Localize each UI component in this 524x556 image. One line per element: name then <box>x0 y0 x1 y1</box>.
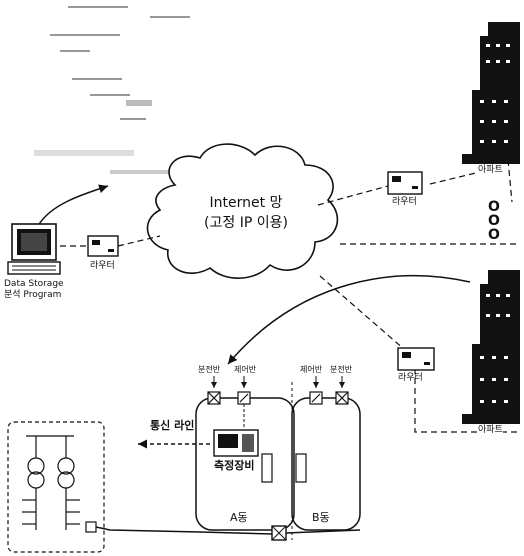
panel-icons <box>207 391 349 405</box>
internet-cloud <box>146 143 339 279</box>
internet-cloud-line1: Internet 망 <box>209 195 283 211</box>
panel-arrows <box>211 376 345 388</box>
router-top-right-icon <box>387 171 423 195</box>
apartment-top-label: 아파트 <box>478 165 503 175</box>
internet-cloud-line2: (고정 IP 이용) <box>204 215 288 231</box>
building-a-name: A동 <box>230 511 248 524</box>
comm-line-label: 통신 라인 <box>150 419 195 432</box>
building-b-name: B동 <box>312 511 330 524</box>
feeder-cable <box>95 526 273 535</box>
device-links <box>220 397 245 428</box>
software-screenshot <box>34 6 200 174</box>
pc-to-screenshot-arrow <box>37 184 109 227</box>
apartment-to-building-arrow <box>227 275 471 365</box>
cable-to-b <box>285 529 361 534</box>
meter-a <box>261 453 273 483</box>
measuring-device-icon <box>213 429 259 457</box>
router-bottom-right-icon <box>397 347 435 371</box>
apartment-top-icon <box>462 22 520 164</box>
transformer-symbols <box>22 435 97 533</box>
junction-box-icon <box>271 525 287 541</box>
storage-pc-line2: 분석 Program <box>4 290 62 300</box>
router-left-label: 라우터 <box>90 261 115 271</box>
meter-b <box>295 453 307 483</box>
measuring-device-label: 측정장비 <box>214 459 255 472</box>
internet-cloud-label: Internet 망 (고정 IP 이용) <box>176 196 316 230</box>
building-b-box <box>291 397 361 531</box>
router-bottom-right-label: 라우터 <box>398 373 423 383</box>
storage-pc-label: Data Storage 분석 Program <box>4 280 64 300</box>
building-a-panel-left: 분전반 <box>198 365 221 374</box>
apartment-bottom-icon <box>462 270 520 424</box>
apartment-bottom-label: 아파트 <box>478 425 503 435</box>
storage-pc-icon <box>7 223 61 275</box>
router-top-right-label: 라우터 <box>392 197 417 207</box>
building-b-panel-right: 분전반 <box>330 365 353 374</box>
substation-box <box>7 421 105 553</box>
router-left-icon <box>87 235 119 257</box>
building-a-panel-right: 제어반 <box>234 365 257 374</box>
network-links <box>60 159 520 433</box>
building-b-panel-left: 제어반 <box>300 365 323 374</box>
ellipsis-label: O O O <box>488 199 500 243</box>
storage-pc-line1: Data Storage <box>4 279 64 289</box>
